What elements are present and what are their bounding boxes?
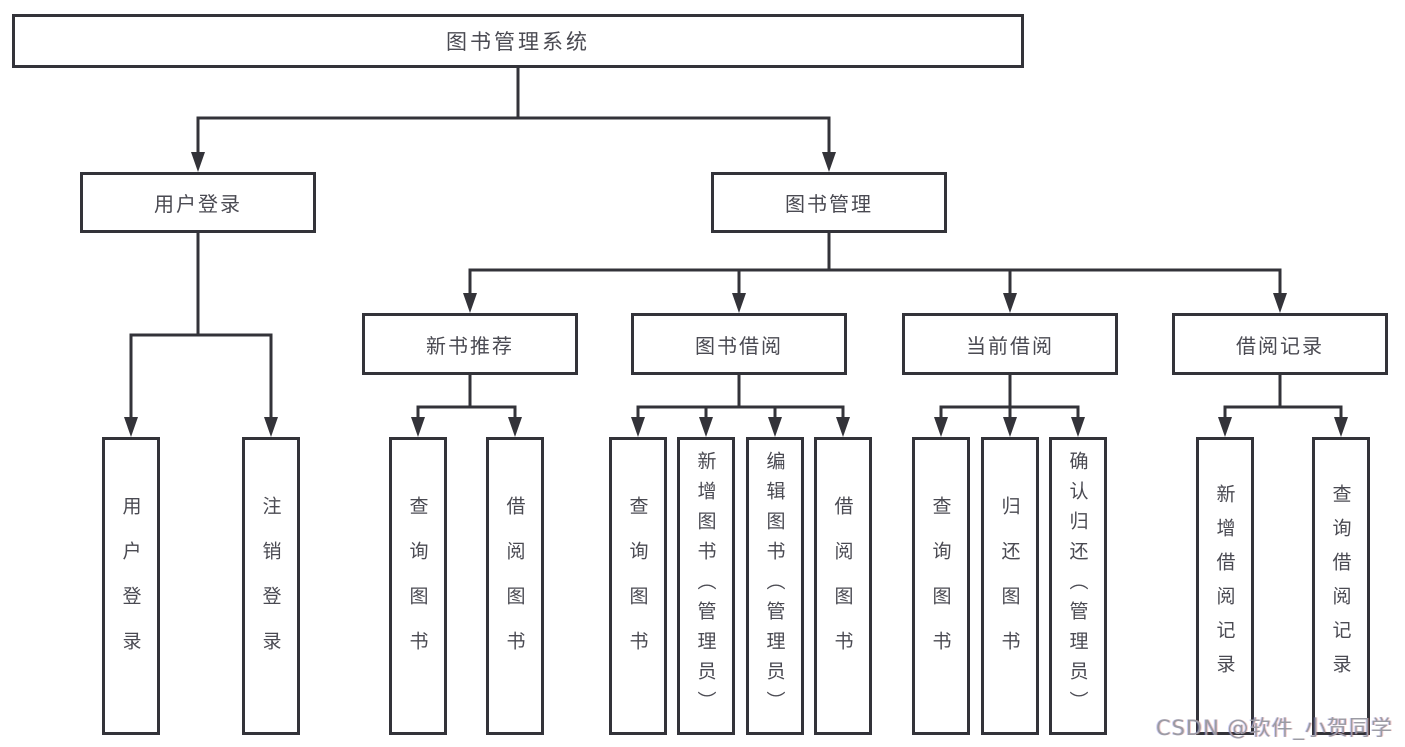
arrowhead [1273,293,1287,313]
node-label: 新增图书（管理员） [694,451,717,721]
leaf-add-borrow-record: 新增借阅记录 [1196,437,1254,735]
leaf-return-books: 归还图书 [981,437,1039,735]
arrowhead [508,417,522,437]
leaf-borrow-books: 借阅图书 [814,437,872,735]
arrowhead [411,417,425,437]
node-root: 图书管理系统 [12,14,1024,68]
arrowhead [934,417,948,437]
leaf-logout-login: 注销登录 [242,437,300,735]
leaf-borrow-books-recommend: 借阅图书 [486,437,544,735]
node-label: 借阅记录 [1236,333,1324,358]
node-new-book-recommend: 新书推荐 [362,313,578,375]
arrowhead [463,293,477,313]
node-label: 新书推荐 [426,333,514,358]
node-label: 新增借阅记录 [1213,484,1236,688]
node-label: 注销登录 [259,496,282,676]
connector-new-book-children [411,375,522,437]
node-label: 用户登录 [154,192,242,216]
leaf-user-login: 用户登录 [102,437,160,735]
arrowhead [264,417,278,437]
leaf-query-books-recommend: 查询图书 [389,437,447,735]
node-label: 查询图书 [929,496,952,676]
node-label: 查询图书 [626,496,649,676]
connector-borrow-record-children [1218,375,1348,437]
node-label: 确认归还（管理员） [1066,451,1089,721]
node-book-management: 图书管理 [711,172,947,233]
arrowhead [822,152,836,172]
connector-book-management-children [463,233,1287,313]
arrowhead [1218,417,1232,437]
node-label: 当前借阅 [966,333,1054,358]
arrowhead [732,293,746,313]
node-label: 用户登录 [119,496,142,676]
leaf-query-books-borrow: 查询图书 [609,437,667,735]
arrowhead [699,417,713,437]
connector-root-to-level2 [191,68,836,172]
arrowhead [191,152,205,172]
node-label: 图书借阅 [695,333,783,358]
arrowhead [1003,417,1017,437]
arrowhead [1003,293,1017,313]
node-label: 查询借阅记录 [1329,484,1352,688]
node-label: 借阅图书 [503,496,526,676]
arrowhead [124,417,138,437]
arrowhead [836,417,850,437]
watermark: CSDN @软件_小贺同学 [1155,716,1393,740]
node-label: 借阅图书 [831,496,854,676]
node-label: 图书管理系统 [446,30,590,54]
connector-current-borrow-children [934,375,1085,437]
node-book-borrow: 图书借阅 [631,313,847,375]
node-current-borrow: 当前借阅 [902,313,1118,375]
leaf-add-books-admin: 新增图书（管理员） [677,437,735,735]
node-label: 图书管理 [785,192,873,216]
leaf-edit-books-admin: 编辑图书（管理员） [746,437,804,735]
node-label: 编辑图书（管理员） [763,451,786,721]
node-label: 归还图书 [998,496,1021,676]
arrowhead [768,417,782,437]
leaf-query-books-current: 查询图书 [912,437,970,735]
leaf-confirm-return-admin: 确认归还（管理员） [1049,437,1107,735]
arrowhead [1071,417,1085,437]
node-user-login: 用户登录 [80,172,316,233]
leaf-query-borrow-record: 查询借阅记录 [1312,437,1370,735]
connector-book-borrow-children [631,375,850,437]
node-label: 查询图书 [406,496,429,676]
arrowhead [1334,417,1348,437]
arrowhead [631,417,645,437]
node-borrow-records: 借阅记录 [1172,313,1388,375]
connector-user-login-children [124,233,278,437]
